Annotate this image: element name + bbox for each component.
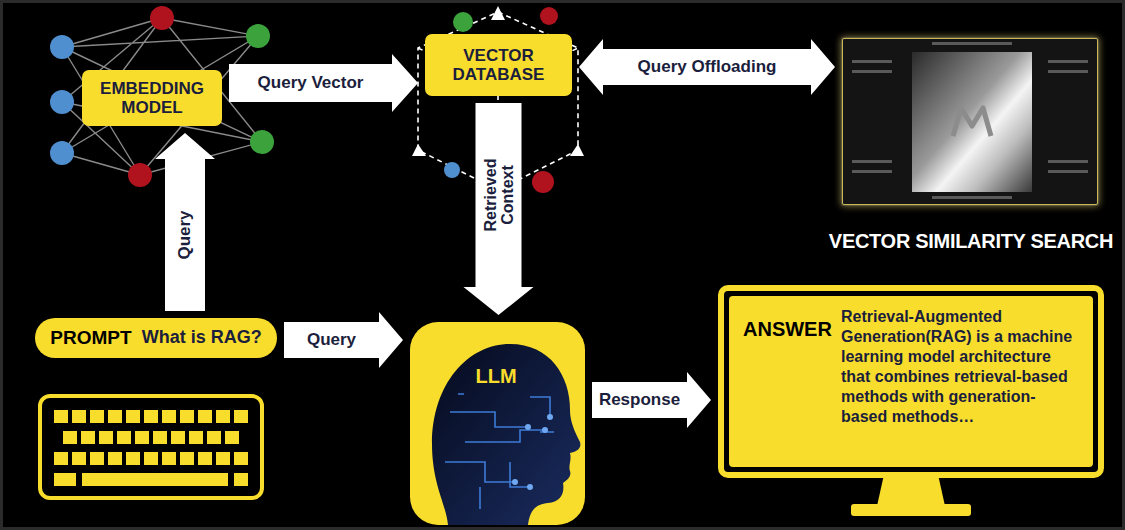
block-arrow xyxy=(229,54,418,112)
chip-board xyxy=(842,38,1098,205)
chip-logo xyxy=(953,108,991,136)
edge-label: Query xyxy=(176,208,194,261)
prompt-pill: PROMPT What is RAG? xyxy=(35,318,277,358)
chip-contacts xyxy=(852,42,1088,199)
circuit-nodes xyxy=(512,414,553,490)
block-arrow xyxy=(464,103,534,315)
network-dot xyxy=(50,141,74,165)
block-arrow xyxy=(284,312,403,368)
llm-label: LLM xyxy=(410,366,582,386)
edge-label: Response xyxy=(597,391,682,409)
vector-dot xyxy=(532,171,554,193)
edge-label: Query xyxy=(305,331,358,349)
head-circuits xyxy=(445,394,554,509)
network-dot xyxy=(150,6,174,30)
vector-dot xyxy=(444,162,460,178)
block-arrow xyxy=(579,39,835,95)
edge-label-wrap: Response xyxy=(597,391,682,409)
edge-label-wrap: Query xyxy=(305,331,358,349)
network-dot xyxy=(246,24,270,48)
prompt-tag: PROMPT xyxy=(50,328,131,349)
answer-body: Retrieval-Augmented Generation(RAG) is a… xyxy=(841,307,1081,427)
keyboard-keys xyxy=(54,410,248,486)
search-heading: VECTOR SIMILARITY SEARCH xyxy=(829,230,1113,252)
llm-tile xyxy=(410,322,585,525)
accelerator-chip: VECTOR SIMILARITY SEARCH xyxy=(842,38,1098,205)
heading-wrap: VECTOR SIMILARITY SEARCH xyxy=(829,230,1113,252)
screen-panel: ANSWERRetrieval-Augmented Generation(RAG… xyxy=(729,296,1093,467)
network-dot xyxy=(50,35,74,59)
edge-label: Query Offloading xyxy=(636,58,779,76)
vector-dot xyxy=(540,7,558,25)
answer-monitor: ANSWERRetrieval-Augmented Generation(RAG… xyxy=(718,285,1104,478)
block-arrow xyxy=(592,372,711,428)
network-dot xyxy=(250,130,274,154)
model-box: EMBEDDING MODEL xyxy=(82,70,222,126)
llm-tile: LLM xyxy=(410,322,585,525)
network-dot xyxy=(50,90,74,114)
block-arrow xyxy=(155,133,215,311)
prompt-text: What is RAG? xyxy=(142,328,262,348)
box-label: EMBEDDING MODEL xyxy=(90,79,214,117)
edge-label-wrap: Query xyxy=(176,208,194,261)
edge-label: Retrieved Context xyxy=(481,151,516,239)
edge-label-wrap: Retrieved Context xyxy=(481,151,516,239)
answer-title: ANSWER xyxy=(743,317,841,341)
network-dot xyxy=(128,163,152,187)
chip-die xyxy=(912,52,1032,192)
box-label: VECTOR DATABASE xyxy=(433,46,564,84)
edge-label-wrap: Query Vector xyxy=(256,74,366,92)
database-box: VECTOR DATABASE xyxy=(425,34,572,96)
keyboard-outline xyxy=(40,396,262,498)
edge-label: Query Vector xyxy=(256,74,366,92)
vector-dot xyxy=(453,12,473,32)
monitor-base xyxy=(851,504,971,516)
edge-label-wrap: Query Offloading xyxy=(636,58,779,76)
